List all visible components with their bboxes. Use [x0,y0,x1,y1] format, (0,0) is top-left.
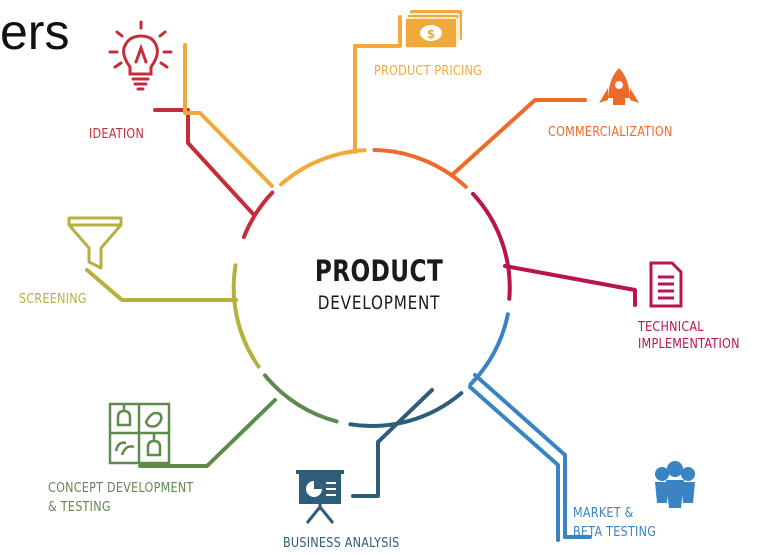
label-ideation: IDEATION [89,127,145,142]
label-concept-development: CONCEPT DEVELOPMENT [48,481,194,496]
label-business-analysis: BUSINESS ANALYSIS [283,536,400,551]
svg-text:$: $ [427,27,435,41]
label-market: MARKET & [573,506,634,521]
lightbulb-icon [108,20,173,91]
arc-market [468,312,510,387]
arc-pricing [279,148,367,187]
arc-ideation [241,190,275,239]
team-icon [655,461,695,508]
concept-board-icon [108,402,171,465]
arc-screening [231,263,261,369]
label-and-testing: & TESTING [48,500,111,515]
center-subtitle: DEVELOPMENT [317,292,441,314]
arc-concept [263,373,339,424]
presentation-icon [296,470,344,524]
money-icon: $ [404,10,462,49]
label-product-pricing: PRODUCT PRICING [374,64,483,79]
rocket-icon [599,68,639,105]
arc-technical [471,191,512,301]
label-commercialization: COMMERCIALIZATION [548,125,673,140]
document-icon [649,261,683,308]
arc-business [348,391,464,428]
label-screening: SCREENING [19,292,87,307]
center-title: PRODUCT [314,254,444,288]
funnel-icon [67,216,123,270]
label-beta-testing: BETA TESTING [573,525,657,540]
slide-heading-fragment: ers [0,4,70,60]
label-implementation: IMPLEMENTATION [638,337,740,352]
arc-commercial [372,148,468,189]
label-technical: TECHNICAL [638,320,704,335]
